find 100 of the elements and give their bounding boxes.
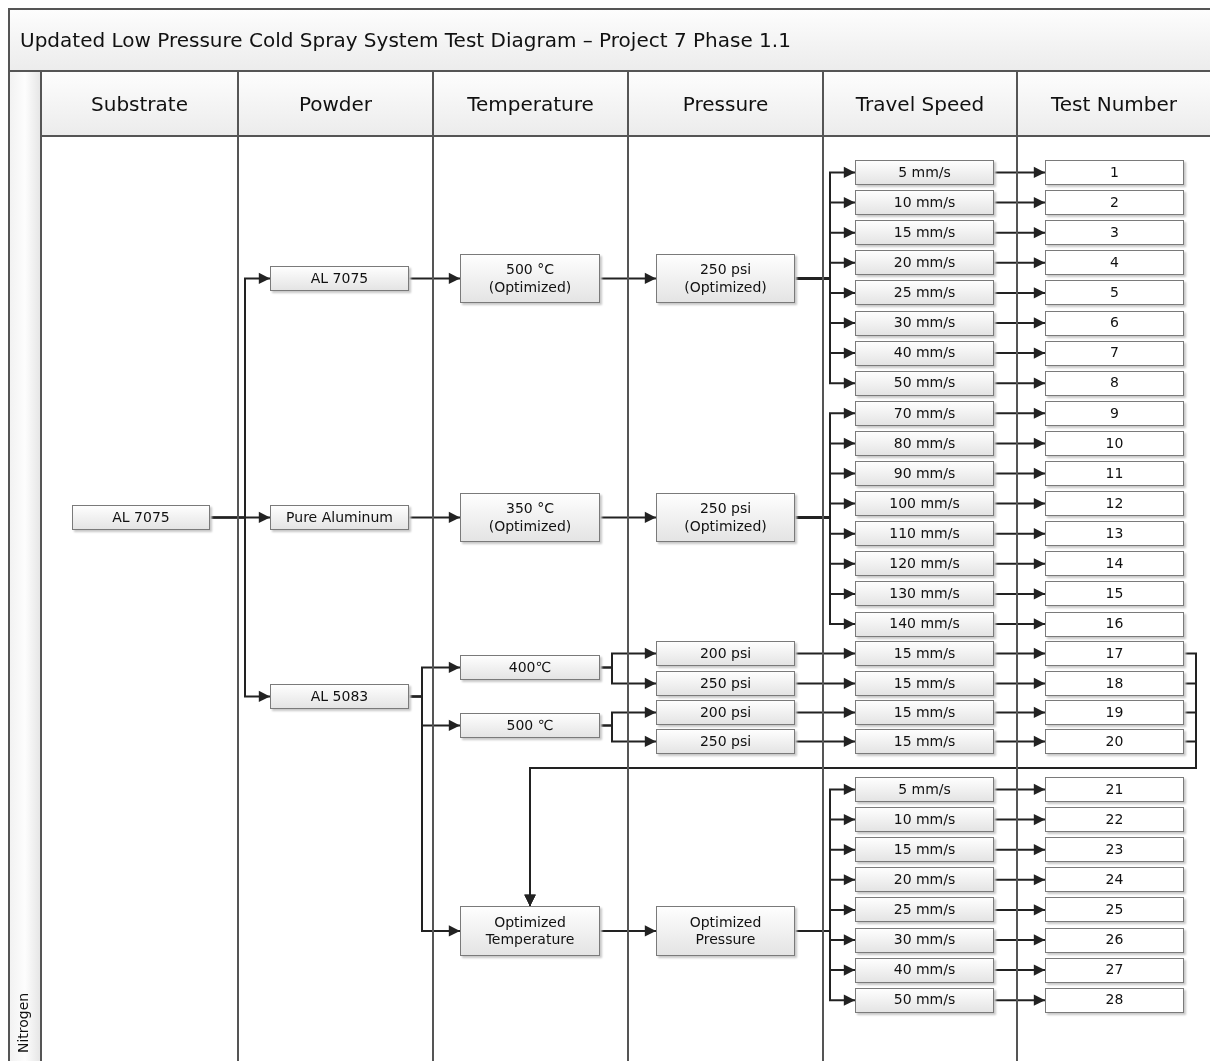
lane-header	[8, 72, 40, 1061]
process-box: 200 psi	[656, 641, 795, 666]
process-box: 30 mm/s	[855, 927, 994, 953]
process-box: 500 ℃	[460, 713, 600, 738]
process-box: Pure Aluminum	[270, 505, 409, 530]
process-box: 40 mm/s	[855, 340, 994, 366]
arrow	[993, 166, 1046, 179]
arrow	[408, 511, 461, 524]
process-box: AL 7075	[270, 266, 409, 291]
process-box: Optimized Temperature	[460, 906, 600, 956]
process-box: 5 mm/s	[855, 777, 994, 802]
arrow	[993, 407, 1046, 419]
process-box: 15 mm/s	[855, 641, 994, 666]
process-box: 70 mm/s	[855, 400, 994, 426]
process-box: AL 7075	[72, 505, 210, 530]
test-number-box: 16	[1045, 611, 1184, 637]
test-number-box: 26	[1045, 927, 1184, 953]
arrow	[993, 783, 1046, 796]
process-box: 200 psi	[656, 700, 795, 725]
arrow	[794, 516, 856, 630]
arrow	[993, 994, 1046, 1006]
process-box: 90 mm/s	[855, 461, 994, 486]
process-box: 10 mm/s	[855, 807, 994, 833]
test-number-box: 19	[1045, 700, 1184, 725]
arrow	[599, 666, 657, 690]
arrow	[794, 647, 856, 660]
test-number-box: 28	[1045, 987, 1184, 1013]
process-box: AL 5083	[270, 684, 409, 709]
arrow	[993, 437, 1046, 449]
test-number-box: 25	[1045, 897, 1184, 923]
process-box: 500 °C (Optimized)	[460, 254, 600, 303]
test-number-box: 15	[1045, 581, 1184, 607]
test-number-box: 8	[1045, 370, 1184, 396]
arrow	[993, 706, 1046, 719]
test-number-box: 23	[1045, 837, 1184, 863]
arrow	[993, 964, 1046, 976]
process-box: 25 mm/s	[855, 897, 994, 923]
process-box: 25 mm/s	[855, 280, 994, 306]
test-number-box: 4	[1045, 250, 1184, 276]
test-number-box: 18	[1045, 671, 1184, 696]
arrow	[993, 257, 1046, 269]
arrow	[993, 558, 1046, 570]
test-number-box: 24	[1045, 867, 1184, 893]
arrow	[993, 528, 1046, 540]
process-box: 30 mm/s	[855, 310, 994, 336]
test-number-box: 2	[1045, 190, 1184, 216]
process-box: 15 mm/s	[855, 671, 994, 696]
test-number-box: 7	[1045, 340, 1184, 366]
test-number-box: 14	[1045, 551, 1184, 577]
process-box: 20 mm/s	[855, 250, 994, 276]
arrow	[599, 724, 657, 748]
process-box: 15 mm/s	[855, 729, 994, 754]
process-box: 110 mm/s	[855, 521, 994, 547]
arrow	[993, 227, 1046, 239]
arrow	[993, 467, 1046, 480]
process-box: 50 mm/s	[855, 370, 994, 396]
arrow	[993, 934, 1046, 946]
test-number-box: 6	[1045, 310, 1184, 336]
test-number-box: 3	[1045, 220, 1184, 246]
process-box: 250 psi	[656, 671, 795, 696]
process-box: 15 mm/s	[855, 837, 994, 863]
test-number-box: 27	[1045, 957, 1184, 983]
arrow	[993, 347, 1046, 359]
arrow	[993, 874, 1046, 886]
arrow	[794, 735, 856, 748]
test-number-box: 1	[1045, 160, 1184, 185]
arrow	[794, 930, 856, 1006]
arrow	[993, 677, 1046, 690]
test-number-box: 21	[1045, 777, 1184, 802]
arrow	[993, 904, 1046, 916]
process-box: 130 mm/s	[855, 581, 994, 607]
process-box: 15 mm/s	[855, 220, 994, 246]
test-number-box: 20	[1045, 729, 1184, 754]
process-box: 350 °C (Optimized)	[460, 493, 600, 542]
arrow	[993, 735, 1046, 748]
process-box: 10 mm/s	[855, 190, 994, 216]
diagram-title: Updated Low Pressure Cold Spray System Test Diagram – Project 7 Phase 1.1	[20, 28, 791, 52]
arrow	[993, 813, 1046, 826]
arrow	[408, 272, 461, 285]
test-number-box: 11	[1045, 461, 1184, 486]
process-box: 250 psi (Optimized)	[656, 254, 795, 303]
arrow	[993, 287, 1046, 299]
process-box: Optimized Pressure	[656, 906, 795, 956]
arrow	[993, 844, 1046, 856]
arrow	[993, 588, 1046, 600]
arrow	[993, 647, 1046, 660]
process-box: 140 mm/s	[855, 611, 994, 637]
arrow	[794, 677, 856, 690]
process-box: 80 mm/s	[855, 430, 994, 456]
process-box: 15 mm/s	[855, 700, 994, 725]
arrow	[599, 272, 657, 285]
test-number-box: 10	[1045, 430, 1184, 456]
process-box: 5 mm/s	[855, 160, 994, 185]
arrow	[794, 706, 856, 719]
arrow	[599, 511, 657, 524]
test-number-box: 9	[1045, 400, 1184, 426]
test-number-box: 17	[1045, 641, 1184, 666]
test-number-box: 12	[1045, 491, 1184, 517]
arrow	[993, 618, 1046, 630]
arrow	[993, 196, 1046, 209]
